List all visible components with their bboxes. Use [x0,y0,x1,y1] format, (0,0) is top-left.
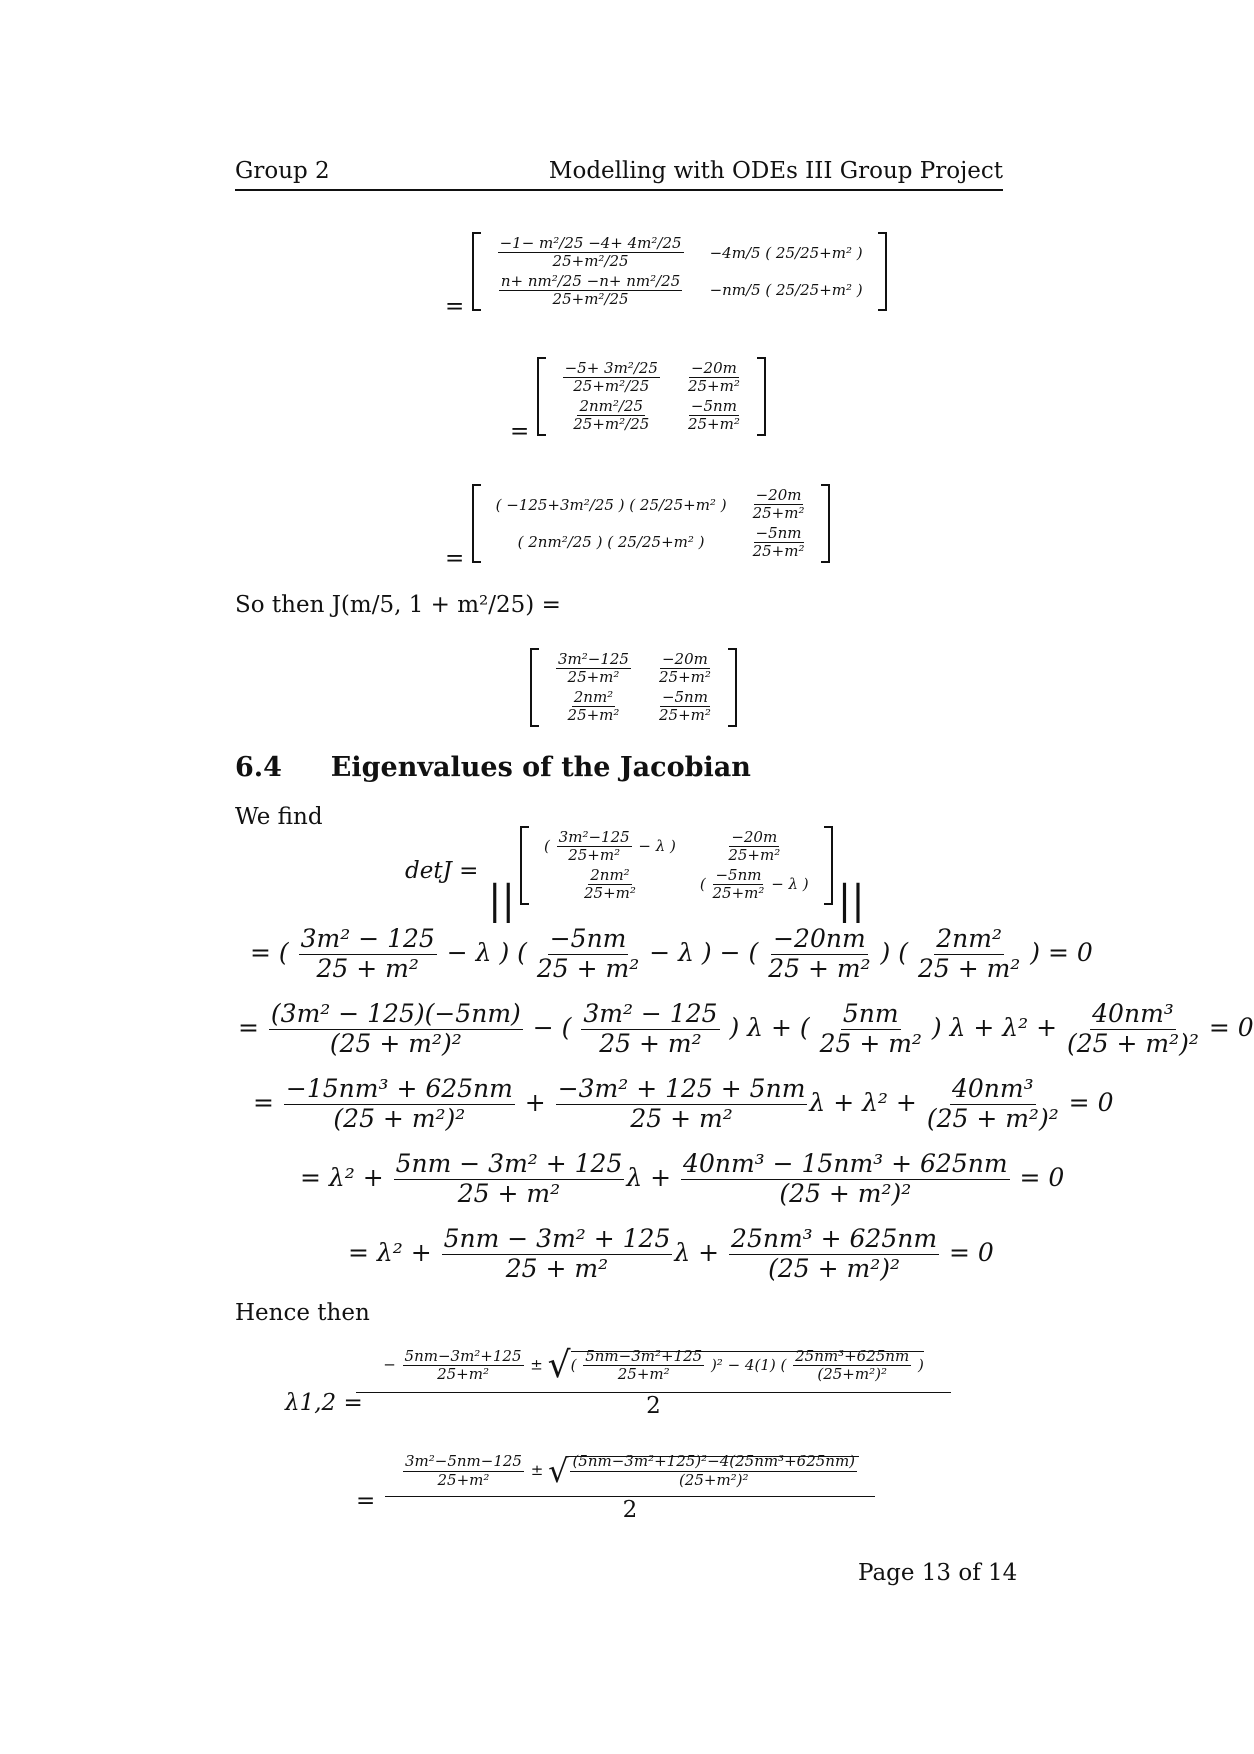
r-a11-num: 3m²−125 [556,650,631,670]
hence-then-text: Hence then [235,1300,370,1326]
m2-a12-num: −20m [688,359,739,379]
r-a21-den: 25+m² [567,705,620,724]
section-title: Eigenvalues of the Jacobian [330,752,751,783]
header-rule [235,189,1003,191]
m3-a12-num: −20m [753,486,804,506]
page-footer: Page 13 of 14 [858,1560,1018,1586]
section-heading: 6.4 Eigenvalues of the Jacobian [235,752,751,783]
det-equation: detJ = [405,858,479,884]
lambda-label: λ1,2 = [285,1390,363,1416]
m2-a11-den: 25+m²/25 [573,377,650,396]
r-a22-num: −5nm [659,687,710,707]
m2-a11-num: −5+ 3m²/25 [562,359,660,379]
header-right: Modelling with ODEs III Group Project [548,158,1003,184]
section-number: 6.4 [235,752,282,783]
m2-a21-num: 2nm²/25 [577,396,646,416]
m1-a12: −4m/5 ( 25/25+m² ) [709,243,863,262]
m1-a21-den: 25+m²/25 [552,289,629,308]
equation-3: = −15nm³ + 625nm(25 + m²)² + −3m² + 125 … [253,1074,1114,1133]
r-a12-den: 25+m² [658,668,711,687]
m2-a22-den: 25+m² [687,414,740,433]
r-a22-den: 25+m² [658,705,711,724]
header-left: Group 2 [235,158,330,184]
equation-2: = (3m² − 125)(−5nm)(25 + m²)² − ( 3m² − … [238,999,1254,1058]
m3-a21: ( 2nm²/25 ) ( 25/25+m² ) [517,533,705,552]
m3-a11: ( −125+3m²/25 ) ( 25/25+m² ) [495,495,727,514]
m3-a22-num: −5nm [753,523,804,543]
r-a21-num: 2nm² [571,687,616,707]
lambda-eq-2: = [356,1488,376,1514]
m1-a11-den: 25+m²/25 [552,252,629,271]
m1-a11-num: −1− m²/25 −4+ 4m²/25 [497,234,684,254]
so-then-text: So then J(m/5, 1 + m²/25) = [235,592,561,618]
m2-a21-den: 25+m²/25 [573,414,650,433]
m1-a22: −nm/5 ( 25/25+m² ) [709,281,863,300]
m1-a21-num: n+ nm²/25 −n+ nm²/25 [498,271,683,291]
m3-a12-den: 25+m² [752,504,805,523]
we-find-text: We find [235,804,323,830]
m2-a12-den: 25+m² [687,377,740,396]
r-a11-den: 25+m² [567,668,620,687]
m2-a22-num: −5nm [688,396,739,416]
r-a12-num: −20m [659,650,710,670]
m3-a22-den: 25+m² [752,541,805,560]
